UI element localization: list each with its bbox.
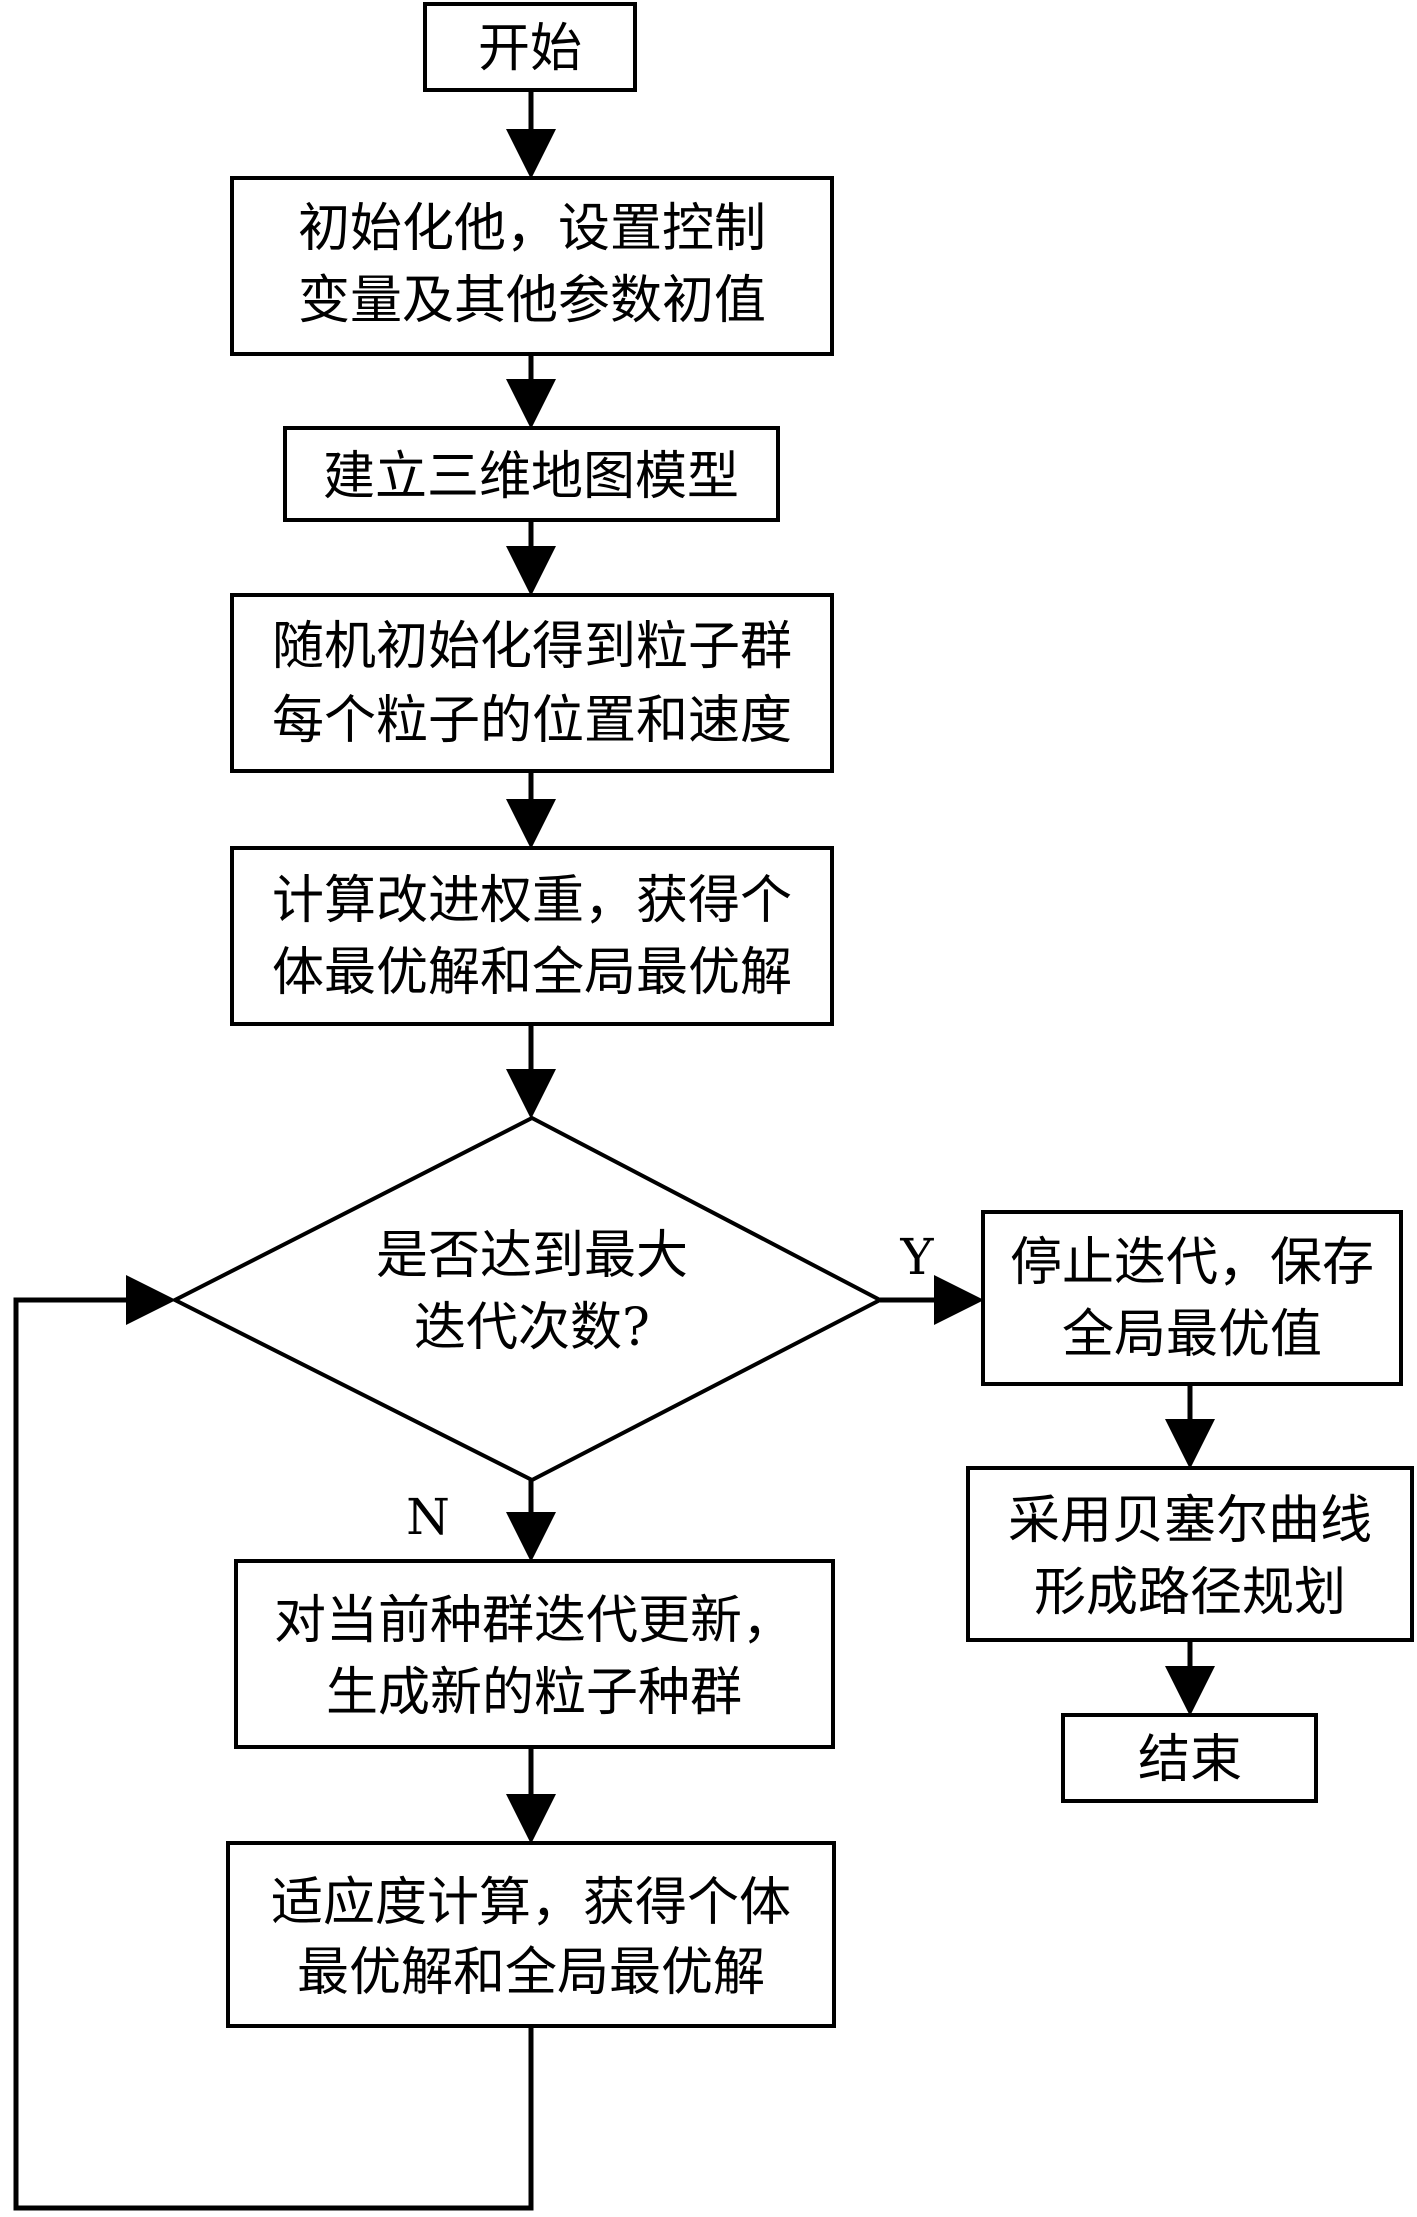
loop-back-line <box>13 1275 534 2211</box>
decision-line-1: 是否达到最大 <box>376 1226 688 1286</box>
update-box: 对当前种群迭代更新， 生成新的粒子种群 <box>234 1559 835 1749</box>
bezier-box: 采用贝塞尔曲线 形成路径规划 <box>966 1466 1414 1642</box>
init-box: 初始化他，设置控制 变量及其他参数初值 <box>230 176 834 356</box>
compute-weight-box: 计算改进权重，获得个 体最优解和全局最优解 <box>230 846 834 1026</box>
init-line-1: 初始化他，设置控制 <box>298 199 766 259</box>
decision-diamond: 是否达到最大 迭代次数? <box>170 1115 885 1483</box>
start-label: 开始 <box>478 19 582 79</box>
stop-line-2: 全局最优值 <box>1062 1305 1322 1365</box>
compute-weight-line-2: 体最优解和全局最优解 <box>272 943 792 1003</box>
decision-line-2: 迭代次数? <box>414 1298 650 1358</box>
fitness-line-2: 最优解和全局最优解 <box>297 1943 765 2003</box>
random-init-line-2: 每个粒子的位置和速度 <box>272 691 792 751</box>
random-init-line-1: 随机初始化得到粒子群 <box>272 617 792 677</box>
fitness-box: 适应度计算，获得个体 最优解和全局最优解 <box>226 1841 836 2028</box>
start-box: 开始 <box>423 2 637 92</box>
init-line-2: 变量及其他参数初值 <box>298 271 766 331</box>
no-label: N <box>406 1488 450 1546</box>
update-line-2: 生成新的粒子种群 <box>326 1663 742 1723</box>
fitness-line-1: 适应度计算，获得个体 <box>271 1873 791 1933</box>
compute-weight-line-1: 计算改进权重，获得个 <box>272 871 792 931</box>
bezier-line-1: 采用贝塞尔曲线 <box>1008 1491 1372 1551</box>
map-model-label: 建立三维地图模型 <box>323 447 739 507</box>
stop-line-1: 停止迭代，保存 <box>1010 1233 1374 1293</box>
update-line-1: 对当前种群迭代更新， <box>274 1591 794 1651</box>
stop-box: 停止迭代，保存 全局最优值 <box>981 1210 1403 1386</box>
map-model-box: 建立三维地图模型 <box>283 426 780 522</box>
bezier-line-2: 形成路径规划 <box>1034 1563 1346 1623</box>
end-label: 结束 <box>1138 1730 1242 1790</box>
yes-label: Y <box>899 1228 934 1286</box>
random-init-box: 随机初始化得到粒子群 每个粒子的位置和速度 <box>230 593 834 773</box>
end-box: 结束 <box>1061 1713 1318 1803</box>
